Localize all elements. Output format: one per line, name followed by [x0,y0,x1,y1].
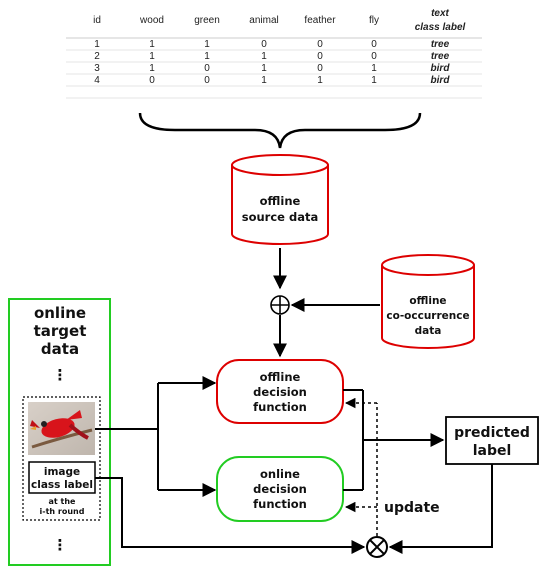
table-cell: 4 [94,75,100,86]
image-class-label-line1: image [44,466,80,478]
offline-decision-line1: offline [260,370,301,384]
table-label-cell: bird [431,75,451,86]
table-cell: 1 [317,75,323,86]
predicted-label-box [445,416,539,465]
table-cell: 0 [371,39,377,50]
table-cell: 1 [149,63,155,74]
table-header-animal: animal [249,15,278,26]
cooccurrence-label-line3: data [415,325,442,337]
table-cell: 0 [204,75,210,86]
offline-decision-line3: function [253,400,307,414]
table-cell: 1 [371,75,377,86]
image-class-label-line2: class label [31,479,93,491]
offline-cooccurrence-data-cylinder: offline co-occurrence data [381,254,475,349]
combine-operator-icon [270,295,290,315]
table-header-fly: fly [369,15,379,26]
round-note-line1: at the [49,497,77,506]
table-cell: 0 [317,51,323,62]
cooccurrence-label-line1: offline [409,295,446,307]
offline-decision-function-box [216,359,344,424]
table-header-class-label: class label [415,22,466,33]
round-note-line2: i-th round [40,507,85,516]
compare-operator-icon [366,536,388,558]
table-cell: 0 [261,39,267,50]
curly-brace [138,112,422,149]
online-target-label-line3: data [41,340,79,358]
table-cell: 1 [261,51,267,62]
predicted-label-line1: predicted [454,425,530,441]
table-label-cell: tree [431,39,450,50]
online-target-label-line2: target [34,322,87,340]
online-decision-line1: online [260,467,300,481]
table-cell: 1 [94,39,100,50]
predicted-label-line2: label [473,443,512,459]
table-label-cell: tree [431,51,450,62]
table-cell: 0 [371,51,377,62]
table-cell: 1 [261,63,267,74]
arrow-classlabel-to-compare [95,477,366,554]
table-cell: 0 [317,63,323,74]
offline-source-data-cylinder: offline source data [231,154,329,245]
table-cell: 1 [204,39,210,50]
offline-source-label-line1: offline [260,194,301,208]
feature-table: id wood green animal feather fly text cl… [66,8,482,99]
table-cell: 3 [94,63,100,74]
table-cell: 0 [149,75,155,86]
offline-decision-line2: decision [253,385,307,399]
online-decision-line3: function [253,497,307,511]
ellipsis-top: ⋮ [53,366,68,384]
table-cell: 1 [149,39,155,50]
table-header-id: id [93,15,101,26]
table-cell: 0 [317,39,323,50]
offline-source-label-line2: source data [242,210,318,224]
cardinal-bird-image [28,402,95,455]
table-cell: 1 [261,75,267,86]
table-header-wood: wood [139,15,164,26]
update-label: update [384,500,440,516]
online-target-label-line1: online [34,304,86,322]
table-header-feather: feather [304,15,336,26]
ellipsis-bottom: ⋮ [53,536,68,554]
table-cell: 1 [371,63,377,74]
table-cell: 0 [204,63,210,74]
online-decision-line2: decision [253,482,307,496]
table-cell: 2 [94,51,100,62]
update-feedback-path [344,397,378,536]
image-to-decisions-connector [95,376,217,497]
arrow-prediction-to-compare [388,464,493,554]
table-label-cell: bird [431,63,451,74]
table-header-text: text [431,8,449,19]
image-class-label-box [28,461,96,494]
table-cell: 1 [204,51,210,62]
cooccurrence-label-line2: co-occurrence [386,310,469,322]
table-cell: 1 [149,51,155,62]
table-header-green: green [194,15,220,26]
decisions-to-prediction-connector [343,389,445,491]
